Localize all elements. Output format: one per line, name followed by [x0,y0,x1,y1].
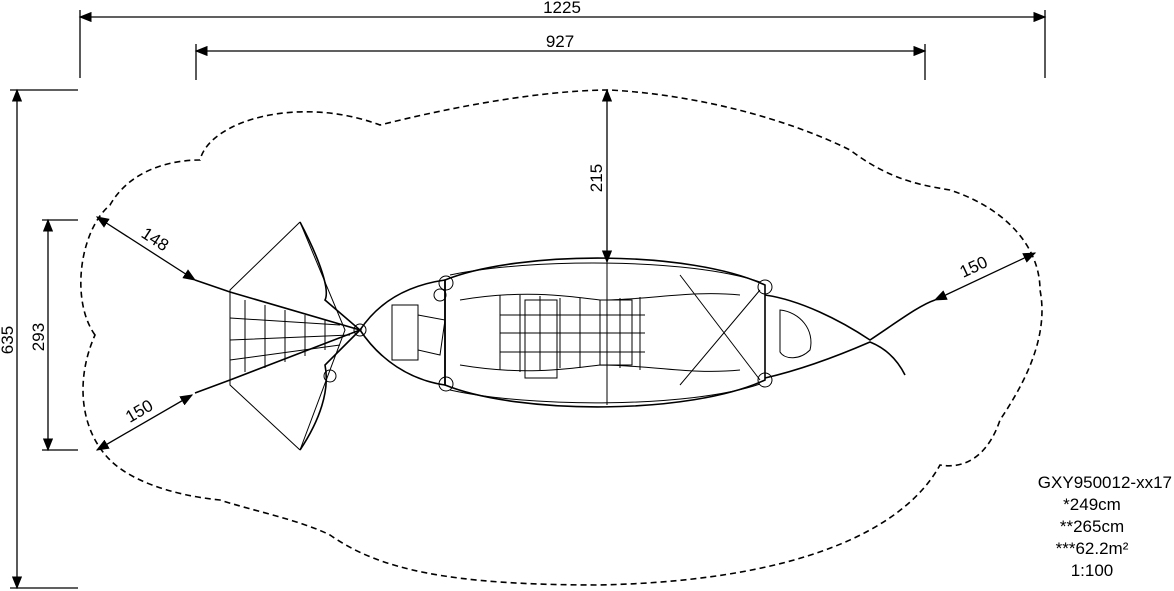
dimension-label: 148 [138,224,172,255]
dimension-label: 293 [29,323,48,351]
dimension-overall-width: 1225 [78,0,1047,78]
dimension-label: 150 [957,252,991,281]
height-note-1: *249cm [1063,495,1121,514]
scale-note: 1:100 [1070,561,1114,580]
bow-platform [359,279,447,386]
left-net-cone [194,221,367,451]
height-note-2: **265cm [1059,517,1125,536]
dimension-label: 927 [546,32,574,51]
dimension-label: 635 [0,326,17,354]
dimension-top-clearance: 215 [587,88,613,264]
dimension-right-clearance: 150 [933,252,1037,301]
boat-tail [764,294,936,379]
drawing-notes: GXY950012-xx17 *249cm **265cm ***62.2m² … [1012,472,1172,582]
boat-hull-net [438,257,773,408]
dimension-label: 150 [122,396,156,427]
dimension-structure-depth: 293 [29,218,78,452]
dimension-label: 1225 [543,0,581,17]
dimension-left-upper-clearance: 148 [95,216,197,281]
dimension-overall-depth: 635 [0,88,78,590]
area-note: ***62.2m² [1055,539,1129,558]
dimension-label: 215 [587,164,606,192]
product-code: GXY950012-xx17 [1037,473,1172,492]
safety-zone-outline [80,89,1043,586]
dimension-structure-width: 927 [194,32,927,80]
dimension-left-lower-clearance: 150 [95,394,194,451]
